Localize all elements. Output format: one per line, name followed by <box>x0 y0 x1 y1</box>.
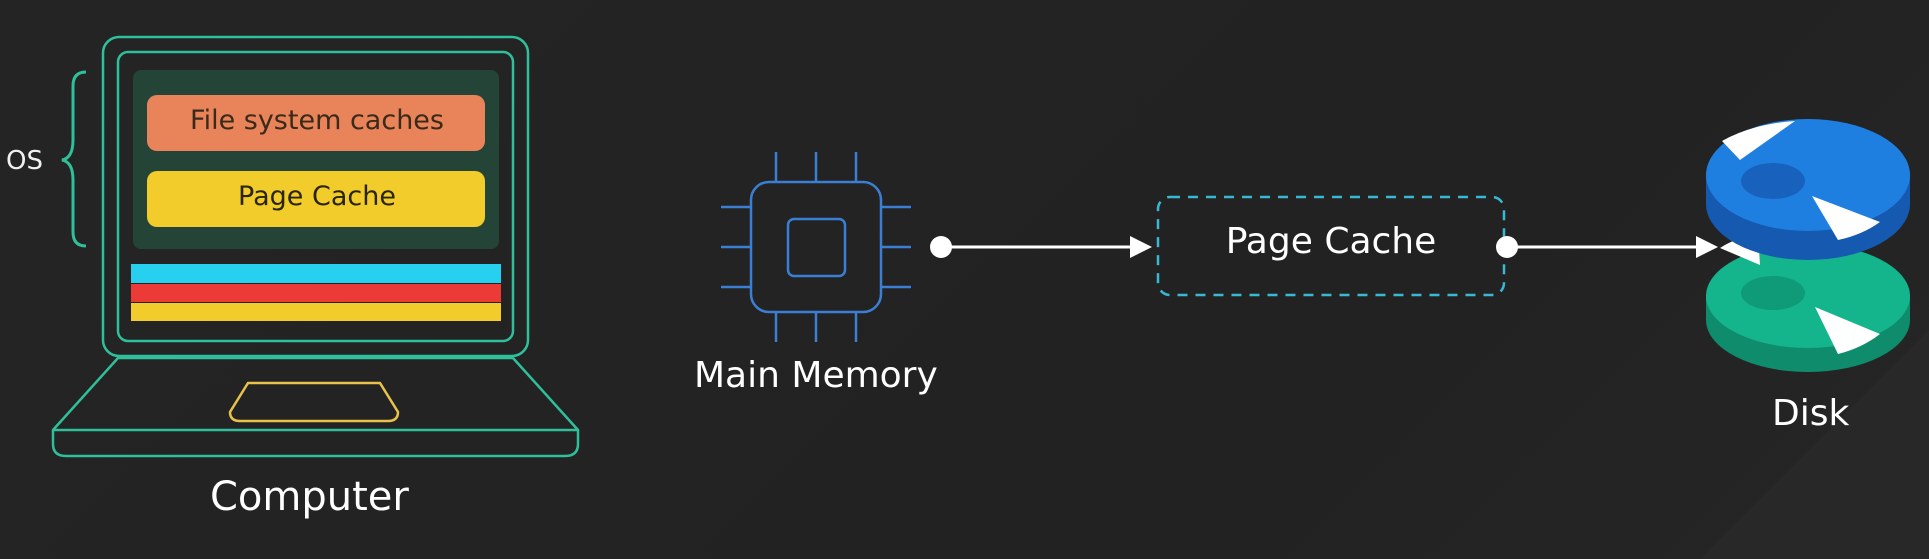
computer-label: Computer <box>210 474 409 520</box>
main-memory-label: Main Memory <box>694 355 938 396</box>
memory-bar-yellow <box>131 303 501 321</box>
arrow-memory-to-cache <box>930 236 1152 258</box>
background-shade <box>1700 330 1929 559</box>
os-brace <box>61 70 87 248</box>
page-cache-box-label: Page Cache <box>1225 221 1437 262</box>
file-system-caches-label: File system caches <box>190 105 444 136</box>
os-label: OS <box>6 146 43 176</box>
laptop-screen-frame <box>101 35 530 358</box>
memory-chip-icon <box>721 152 911 342</box>
computer-page-cache-label: Page Cache <box>238 181 396 212</box>
memory-bar-red <box>131 284 501 302</box>
file-system-caches-pill <box>147 95 485 151</box>
laptop-base-edge <box>51 430 580 458</box>
disk-label: Disk <box>1772 393 1850 434</box>
page-cache-box <box>1156 195 1506 297</box>
memory-bar-cyan <box>131 264 501 283</box>
arrow-cache-to-disk <box>1496 236 1718 258</box>
computer-illustration <box>51 35 580 458</box>
laptop-screen-inner <box>116 50 515 343</box>
disk-icon <box>1706 119 1910 372</box>
page-cache-pill <box>147 171 485 227</box>
laptop-base-top <box>51 356 580 432</box>
trackpad <box>228 381 400 423</box>
